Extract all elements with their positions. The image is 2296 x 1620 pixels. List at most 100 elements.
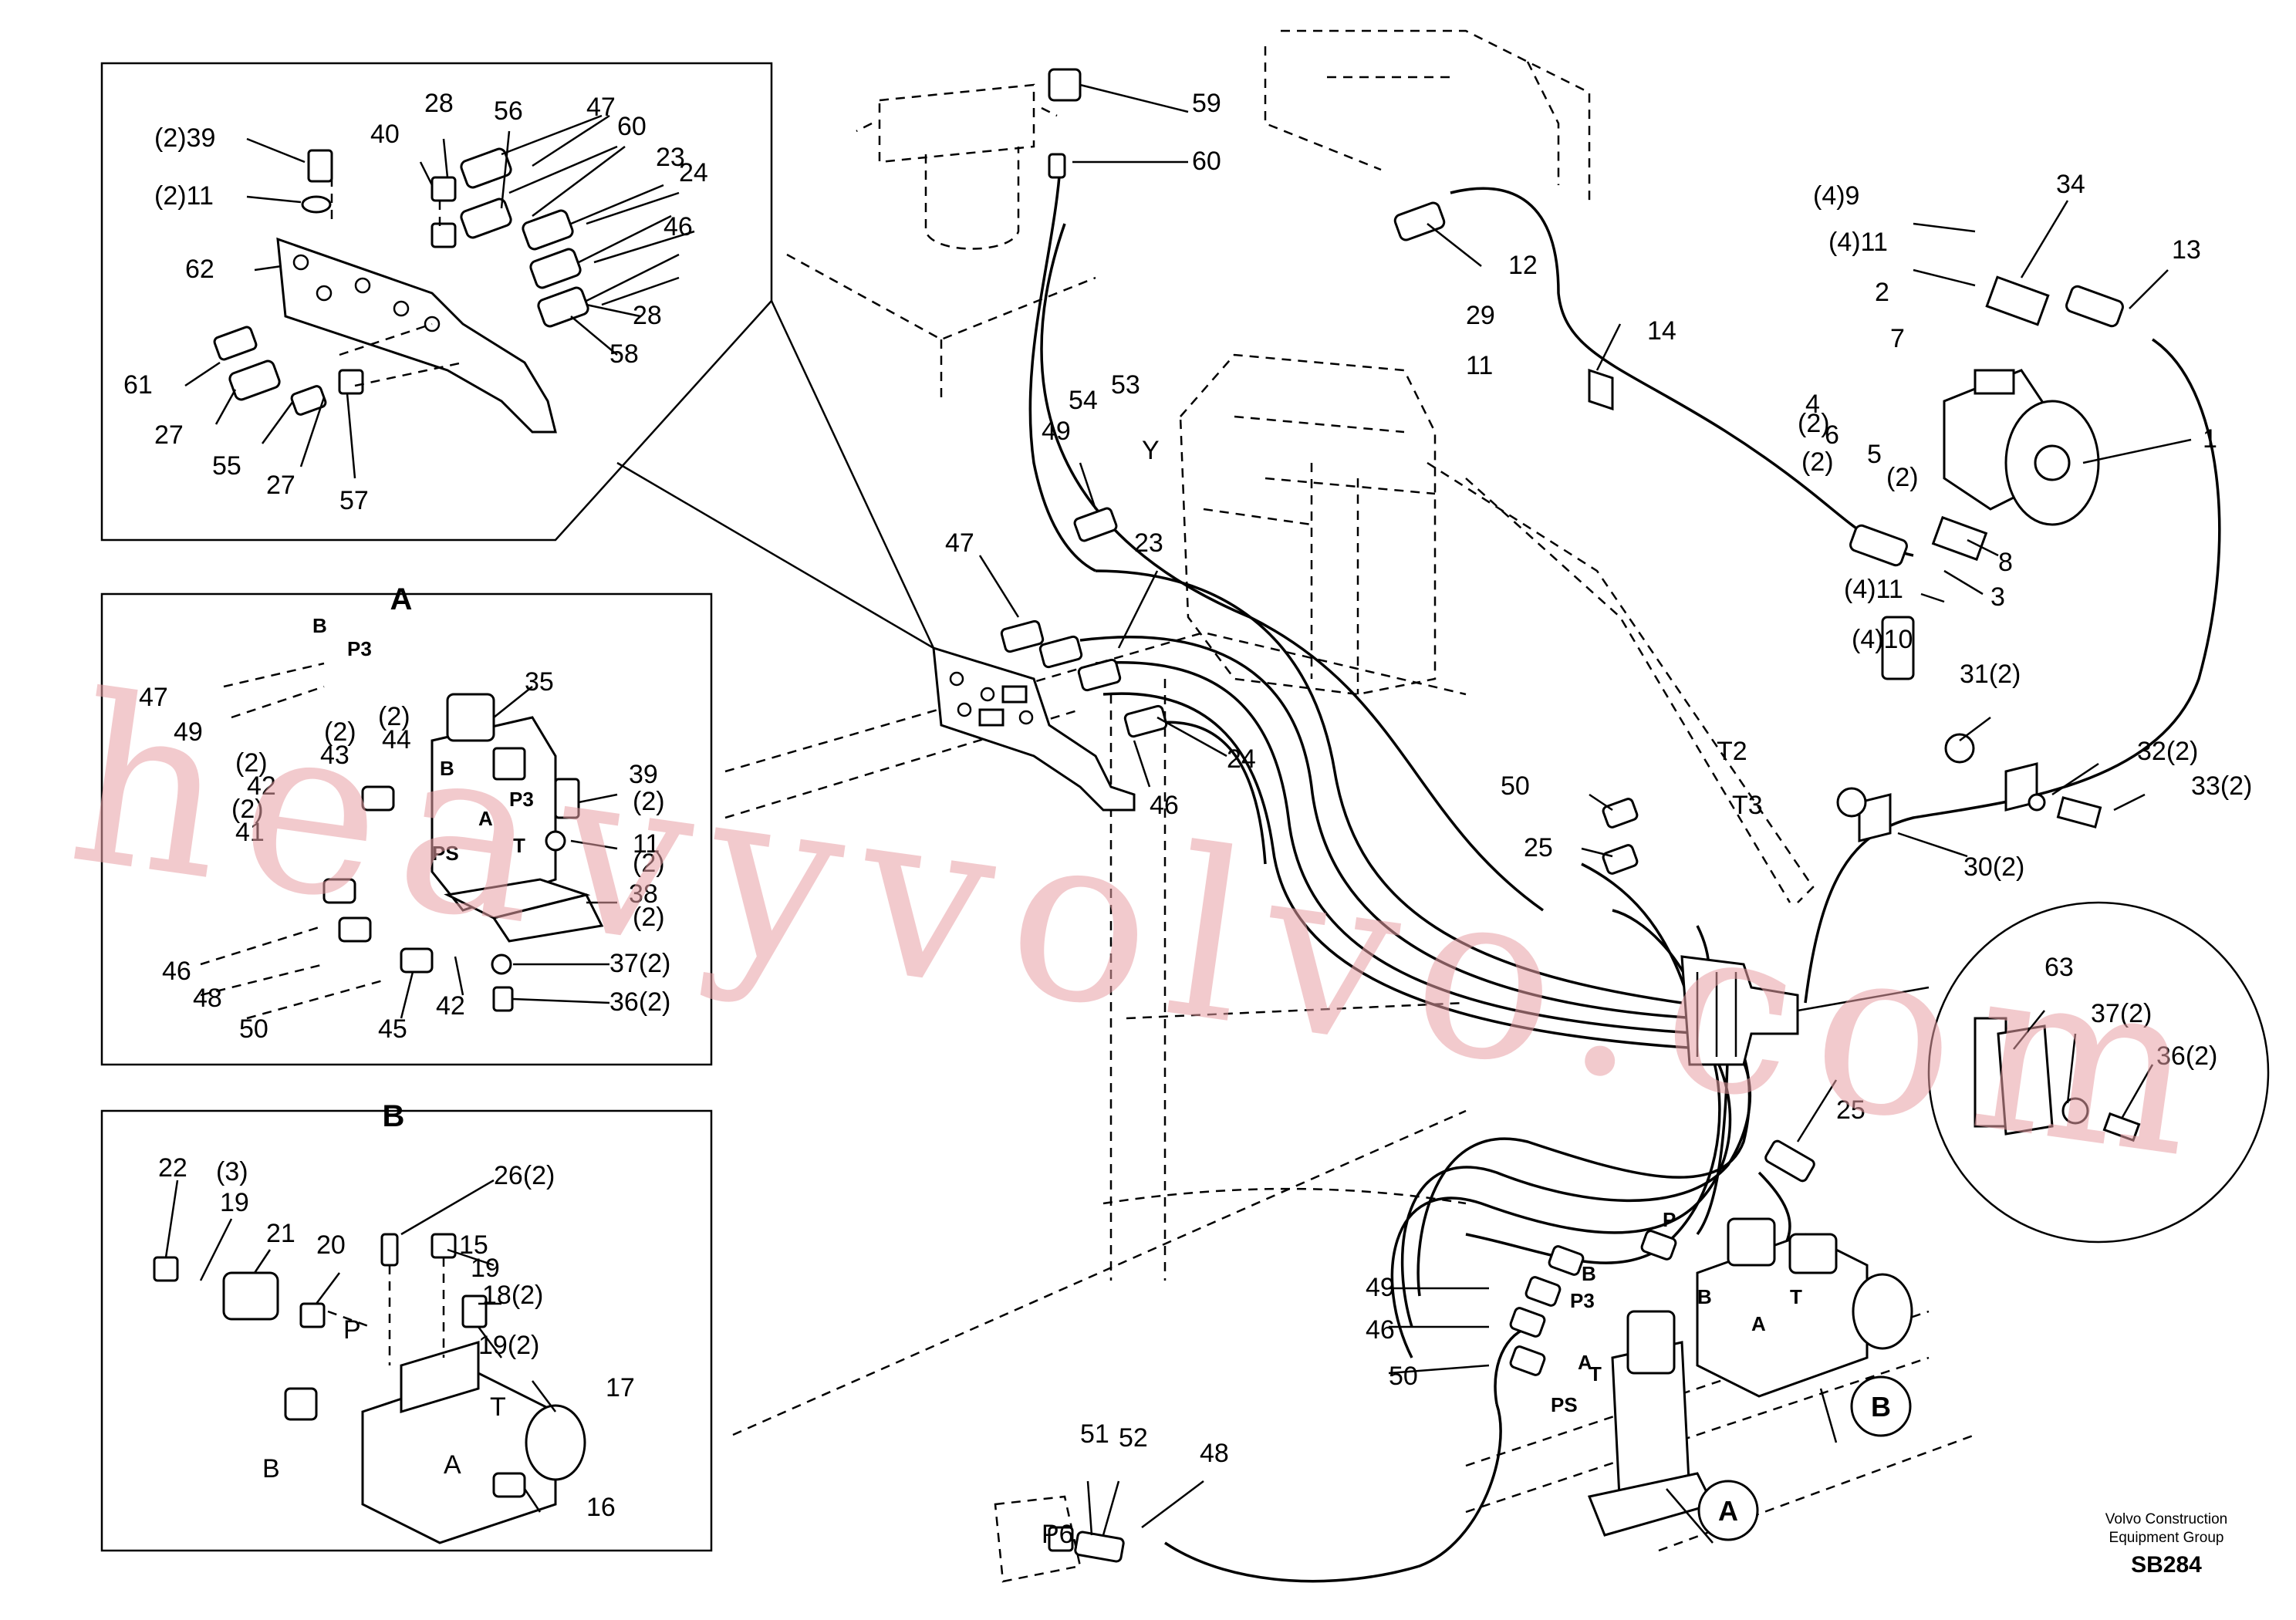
part-label-main-49: P6: [1042, 1520, 1074, 1549]
part-label-main-45: 50: [1389, 1362, 1418, 1391]
part-label-inset-a-11: 48: [193, 984, 222, 1013]
part-label-inset-a-ports-2: B: [440, 757, 454, 780]
part-label-main-48: 48: [1200, 1439, 1229, 1468]
part-label-inset-a-ports-3: P3: [509, 788, 534, 811]
part-label-inset-a-20: 38: [629, 879, 658, 909]
part-label-main-5: 14: [1647, 316, 1676, 346]
part-label-inset-a-8: (2): [231, 795, 264, 824]
part-label-inset-a-0: 47: [139, 683, 168, 712]
part-label-main-21: (4)11: [1844, 575, 1903, 604]
part-label-main-11: 7: [1890, 324, 1905, 353]
inset-a: [100, 592, 713, 1066]
part-label-main-37: 33(2): [2191, 771, 2252, 801]
part-label-top-inset-16: 28: [633, 301, 662, 330]
part-label-main-17: (2): [1886, 463, 1919, 492]
hose-clamp-bracket: [1680, 955, 1799, 1066]
part-label-main-18: 1: [2203, 424, 2217, 454]
part-label-top-inset-7: 57: [339, 486, 369, 515]
main-fittings: [1000, 68, 2124, 1563]
part-label-inset-a-6: (2): [235, 748, 268, 778]
part-label-top-inset-15: 46: [663, 212, 693, 241]
part-label-main-32: T2: [1717, 737, 1747, 766]
part-label-inset-a-22: 37(2): [609, 949, 670, 978]
part-label-main-43: 49: [1366, 1273, 1395, 1302]
part-label-main-7: (4)11: [1828, 228, 1888, 257]
part-label-inset-a-14: 42: [436, 991, 465, 1021]
part-label-main-46: 51: [1080, 1419, 1109, 1449]
control-valve-outline: [1179, 353, 1437, 696]
part-label-inset-b-9: 19: [471, 1254, 500, 1283]
part-label-inset-b-7: 26(2): [494, 1161, 555, 1190]
part-label-inset-b-8: 15: [459, 1230, 488, 1260]
part-label-inset-a-ports-5: PS: [432, 842, 459, 865]
part-label-main-ports-7: T: [1589, 1362, 1602, 1385]
part-label-inset-a-4: (2): [378, 702, 410, 731]
callout-b-label: B: [1871, 1391, 1891, 1423]
part-label-inset-a-18: 11: [633, 829, 660, 859]
part-label-main-1: 60: [1192, 147, 1221, 176]
part-label-main-24: 54: [1069, 386, 1098, 415]
p6-block: [994, 1495, 1082, 1583]
part-label-inset-a-21: (2): [633, 903, 665, 932]
footer-company: Volvo Construction Equipment Group: [2105, 1511, 2228, 1546]
part-label-inset-b-14: A: [444, 1450, 461, 1480]
part-label-inset-b-1: (3): [216, 1157, 248, 1186]
part-label-inset-b-11: 19(2): [478, 1331, 539, 1360]
part-label-main-29: 24: [1227, 744, 1256, 774]
labels-main: 596012291114(4)9(4)113413274(2)6(2)5(2)1…: [945, 89, 2252, 1549]
part-label-inset-a-ports-4: A: [478, 807, 493, 830]
part-label-inset-a-1: 49: [174, 717, 203, 747]
inset-fittings-bracket: [100, 62, 935, 650]
part-label-inset-a-16: 39: [629, 760, 658, 789]
part-label-inset-a-10: 46: [162, 957, 191, 986]
part-label-inset-b-3: 21: [266, 1219, 295, 1248]
part-label-inset-a-13: 45: [378, 1014, 407, 1044]
part-label-inset-a-ports-6: T: [513, 834, 525, 857]
part-label-top-inset-17: 58: [609, 339, 639, 369]
part-label-top-inset-8: 40: [370, 120, 400, 149]
part-label-main-38: 30(2): [1963, 852, 2024, 882]
part-label-main-20: 3: [1990, 582, 2005, 612]
part-label-top-inset-5: 55: [212, 451, 241, 481]
part-label-main-3: 29: [1466, 301, 1495, 330]
part-label-inset-a-3: 43: [320, 741, 349, 770]
pump-unit: [1881, 275, 2100, 680]
part-label-main-ports-3: B: [1697, 1285, 1712, 1308]
part-label-main-23: 49: [1042, 417, 1071, 446]
part-label-main-13: (2): [1798, 409, 1830, 438]
part-label-inset-a-2: (2): [324, 717, 356, 747]
part-label-inset-b-13: T: [490, 1392, 506, 1422]
part-label-main-44: 46: [1366, 1315, 1395, 1345]
part-label-main-26: Y: [1142, 436, 1160, 465]
part-label-main-ports-0: P: [1663, 1208, 1676, 1231]
part-label-main-30: 46: [1150, 791, 1179, 820]
part-label-inset-b-5: P: [343, 1315, 361, 1345]
part-label-main-6: (4)9: [1813, 181, 1859, 211]
footer-code: SB284: [2131, 1552, 2202, 1578]
part-label-main-33: T3: [1732, 791, 1763, 820]
part-label-main-47: 52: [1119, 1423, 1148, 1453]
part-label-main-22: (4)10: [1852, 625, 1913, 654]
part-label-main-ports-1: B: [1582, 1262, 1596, 1285]
part-label-top-inset-1: (2)11: [154, 181, 214, 211]
part-label-main-42: 25: [1836, 1095, 1866, 1125]
callout-bubble-a: A: [1697, 1480, 1759, 1541]
part-label-main-27: 47: [945, 528, 974, 558]
part-label-main-35: 31(2): [1960, 660, 2021, 689]
part-label-main-15: (2): [1801, 447, 1834, 477]
part-label-top-inset-2: 62: [185, 255, 214, 284]
part-label-inset-b-15: 16: [586, 1493, 616, 1522]
part-label-inset-a-23: 36(2): [609, 987, 670, 1017]
leader-lines: [164, 83, 2192, 1544]
filter-housing-outline: [856, 83, 1058, 250]
part-label-top-inset-9: 28: [424, 89, 454, 118]
part-label-top-inset-14: 24: [679, 158, 708, 187]
part-label-inset-b-6: B: [262, 1454, 280, 1483]
inset-b: [100, 1109, 713, 1552]
